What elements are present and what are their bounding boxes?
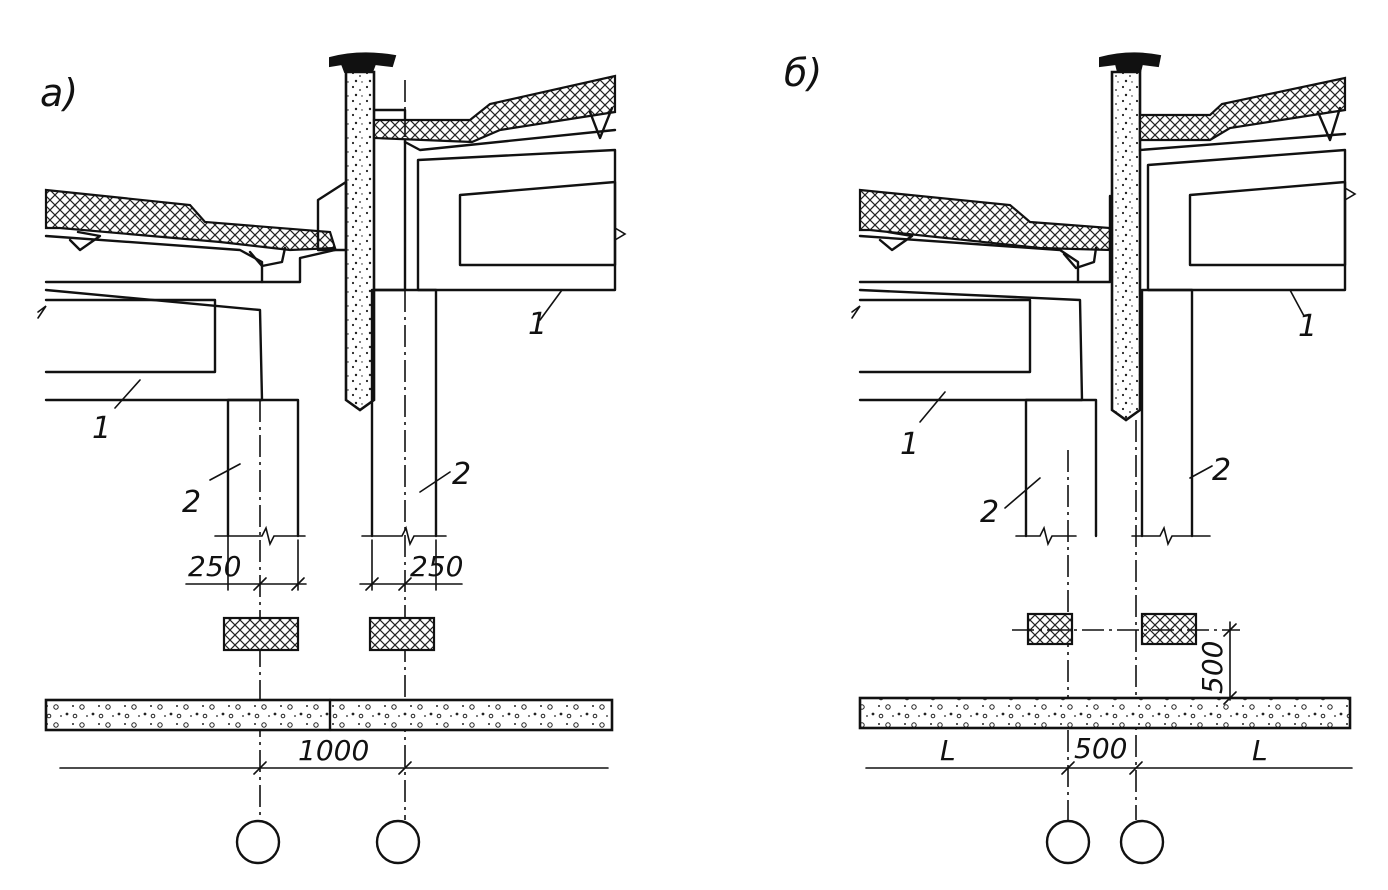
panel-b-ground-slab [858, 696, 1352, 730]
panel-b-axis-bubble-right [1119, 819, 1165, 865]
panel-b-footing-left [1026, 612, 1074, 646]
panel-a-label-column-left: 2 [182, 485, 201, 520]
panel-b-left-beam [851, 288, 1084, 402]
panel-a-footing-left [222, 616, 300, 652]
panel-b-axis-bubble-left [1045, 819, 1091, 865]
panel-b-label-column-right: 2 [1212, 453, 1231, 488]
panel-a-left-roof [44, 188, 337, 284]
panel-a-dim-spacing: 1000 [298, 734, 369, 767]
panel-a-label-column-right: 2 [452, 457, 471, 492]
panel-b-label-beam-right: 1 [1298, 309, 1317, 344]
panel-b-label-beam-left: 1 [900, 427, 919, 462]
panel-b-left-column [1015, 398, 1098, 547]
panel-a-dimensions [59, 535, 609, 775]
panel-a-title: а) [40, 71, 78, 115]
panel-b-dim-vertical: 500 [1196, 641, 1229, 694]
panel-b-title: б) [784, 51, 822, 95]
panel-b-dimensions [865, 621, 1353, 775]
panel-b: б) [784, 51, 1357, 865]
panel-b-footing-right [1140, 612, 1198, 646]
panel-a-label-beam-left: 1 [92, 411, 111, 446]
panel-a: а) [37, 52, 627, 865]
panel-a-label-beam-right: 1 [528, 307, 547, 342]
panel-a-left-beam [37, 288, 264, 402]
panel-a-right-column [361, 288, 447, 547]
panel-a-dim-right: 250 [410, 550, 463, 583]
panel-b-right-column [1131, 288, 1211, 547]
panel-a-left-column [214, 398, 306, 547]
panel-b-parapet [1099, 52, 1162, 422]
panel-a-footing-right [368, 616, 436, 652]
panel-a-dim-left: 250 [188, 550, 241, 583]
panel-a-parapet [316, 52, 407, 412]
panel-b-dim-span-left: L [940, 734, 956, 767]
panel-b-right-roof [1138, 76, 1347, 152]
panel-b-right-beam [1146, 148, 1357, 292]
panel-b-left-roof [858, 188, 1112, 284]
panel-b-dim-spacing: 500 [1074, 732, 1127, 765]
panel-a-right-beam [416, 148, 627, 292]
panel-b-label-column-left: 2 [980, 495, 999, 530]
panel-a-axis-bubble-right [375, 819, 421, 865]
panel-a-right-roof [372, 74, 617, 152]
panel-a-axis-bubble-left [235, 819, 281, 865]
panel-b-dim-span-right: L [1252, 734, 1268, 767]
